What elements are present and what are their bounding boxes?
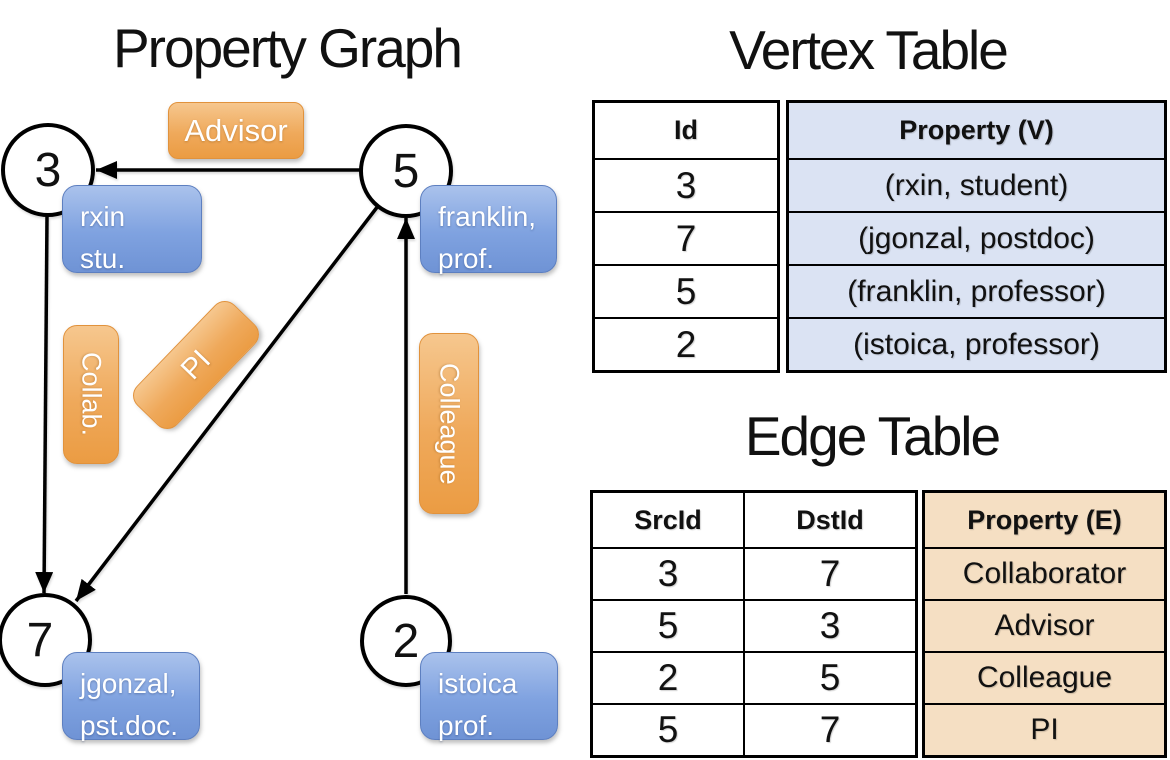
vertex-label-jgonzal-line1: jgonzal, bbox=[80, 668, 177, 699]
vertex-label-istoica-line2: prof. bbox=[438, 710, 495, 741]
edge-table-srcid-header: SrcId bbox=[634, 504, 702, 535]
edge-label-pi-text: PI bbox=[174, 343, 217, 386]
vertex-label-franklin-line2: prof. bbox=[438, 243, 495, 274]
vertex-table-title: Vertex Table bbox=[729, 19, 1009, 81]
vertex-label-rxin: rxin stu. bbox=[62, 185, 202, 274]
vertex-table-property-cell: (istoica, professor) bbox=[789, 317, 1164, 370]
edge-table-id-columns: SrcId 3 5 2 5 DstId 7 3 5 7 bbox=[590, 490, 918, 758]
edge-table-property-cell: Colleague bbox=[925, 651, 1164, 703]
vertex-table-property-cell: (jgonzal, postdoc) bbox=[789, 211, 1164, 264]
edge-table-property-header: Property (E) bbox=[925, 493, 1164, 547]
vertex-table-id-cell: 5 bbox=[595, 264, 777, 317]
edge-table-property-cell: Advisor bbox=[925, 599, 1164, 651]
vertex-id-3: 3 bbox=[34, 144, 62, 197]
property-graph-title: Property Graph bbox=[112, 17, 463, 79]
vertex-table-id-column: Id 3 7 5 2 bbox=[592, 100, 780, 373]
vertex-label-franklin: franklin, prof. bbox=[420, 185, 557, 274]
edge-table-title: Edge Table bbox=[744, 405, 1001, 467]
edge-label-colleague: Colleague bbox=[419, 333, 479, 514]
edge-table-property-column: Property (E) Collaborator Advisor Collea… bbox=[922, 490, 1167, 758]
vertex-table-property-cell: (rxin, student) bbox=[789, 158, 1164, 211]
vertex-table-id-cell: 7 bbox=[595, 211, 777, 264]
edge-label-colleague-text: Colleague bbox=[434, 362, 465, 485]
edge-table-dstid-cell: 3 bbox=[745, 599, 915, 651]
edge-table-srcid-cell: 5 bbox=[593, 703, 743, 755]
edge-table-srcid-cell: 2 bbox=[593, 651, 743, 703]
edge-table-property-cell: Collaborator bbox=[925, 547, 1164, 599]
vertex-label-rxin-line1: rxin bbox=[80, 201, 126, 232]
edge-table-property-cell: PI bbox=[925, 703, 1164, 755]
edge-table-dstid-cell: 7 bbox=[745, 703, 915, 755]
vertex-table-id-cell: 3 bbox=[595, 158, 777, 211]
vertex-id-2: 2 bbox=[392, 615, 420, 668]
edge-table-dstid-cell: 5 bbox=[745, 651, 915, 703]
vertex-table-property-header: Property (V) bbox=[789, 103, 1164, 158]
vertex-label-rxin-line2: stu. bbox=[80, 243, 126, 274]
vertex-label-jgonzal: jgonzal, pst.doc. bbox=[62, 652, 200, 741]
vertex-label-istoica-line1: istoica bbox=[438, 668, 518, 699]
edge-label-collab: Collab. bbox=[63, 325, 119, 464]
edge-table-srcid-cell: 3 bbox=[593, 547, 743, 599]
vertex-table-property-column: Property (V) (rxin, student) (jgonzal, p… bbox=[786, 100, 1167, 373]
edge-table-srcid-cell: 5 bbox=[593, 599, 743, 651]
edge-table-dstid-cell: 7 bbox=[745, 547, 915, 599]
vertex-label-jgonzal-line2: pst.doc. bbox=[80, 710, 179, 741]
edge-table-srcid-column: SrcId 3 5 2 5 bbox=[593, 493, 743, 755]
edge-label-collab-text: Collab. bbox=[76, 352, 107, 437]
edge-arrow-5-to-7 bbox=[74, 204, 380, 603]
edge-arrow-3-to-7 bbox=[35, 215, 54, 594]
graph-canvas bbox=[0, 123, 453, 687]
vertex-table-property-cell: (franklin, professor) bbox=[789, 264, 1164, 317]
vertex-label-istoica: istoica prof. bbox=[420, 652, 558, 741]
vertex-label-franklin-line1: franklin, bbox=[438, 201, 537, 232]
vertex-table-id-cell: 2 bbox=[595, 317, 777, 370]
edge-label-advisor: Advisor bbox=[168, 102, 304, 159]
edge-label-advisor-text: Advisor bbox=[184, 112, 288, 148]
vertex-id-5: 5 bbox=[392, 145, 420, 198]
edge-table-dstid-column: DstId 7 3 5 7 bbox=[743, 493, 915, 755]
vertex-table-id-header: Id bbox=[674, 115, 698, 145]
vertex-id-7: 7 bbox=[26, 614, 54, 667]
edge-table-dstid-header: DstId bbox=[796, 504, 864, 535]
